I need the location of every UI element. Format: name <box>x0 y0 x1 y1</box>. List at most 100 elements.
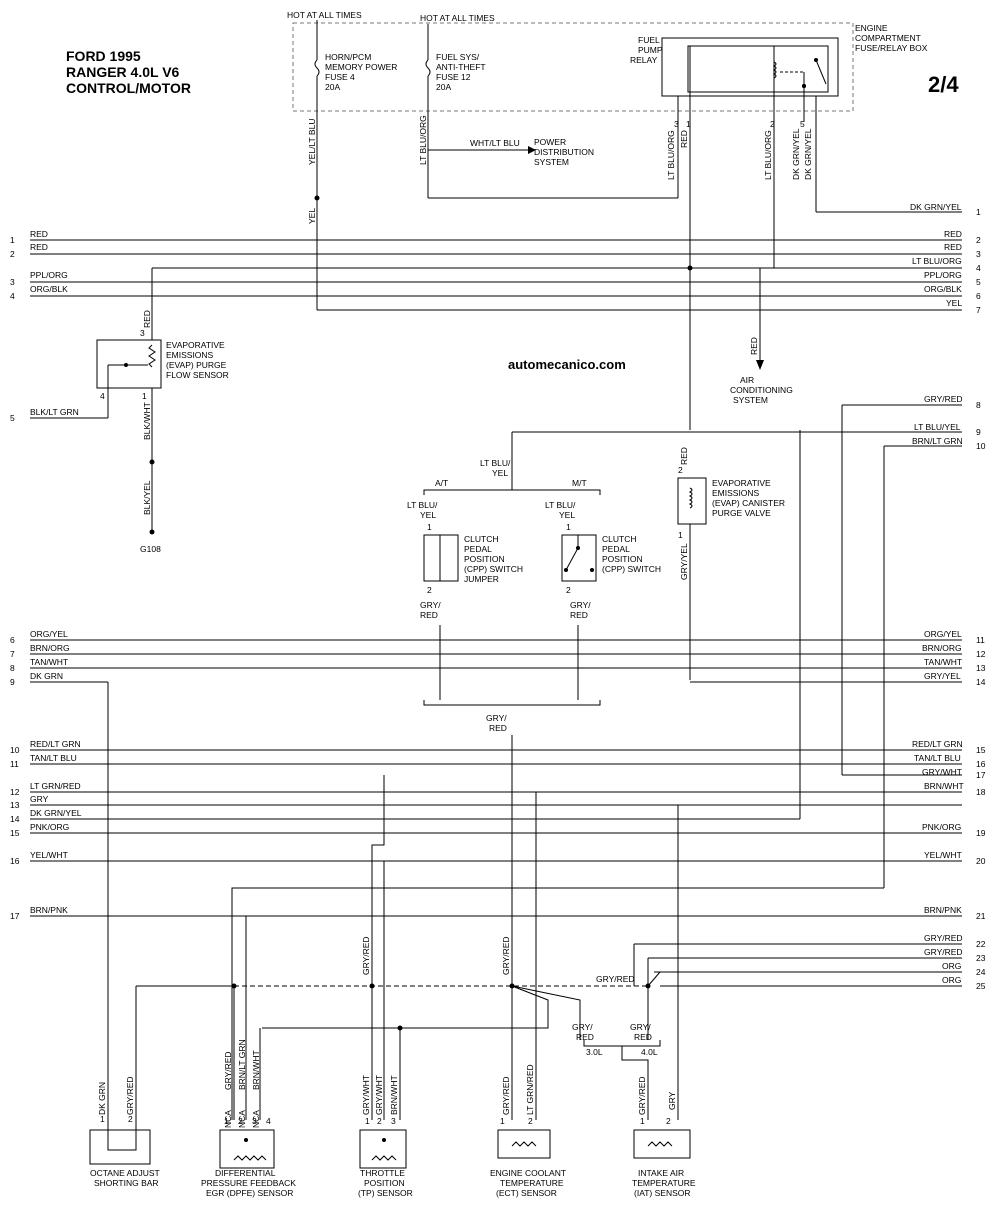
svg-text:YEL: YEL <box>492 468 508 478</box>
svg-text:EVAPORATIVE: EVAPORATIVE <box>166 340 225 350</box>
ac-arrow-icon <box>756 360 764 370</box>
svg-text:PEDAL: PEDAL <box>464 544 492 554</box>
left-pin-14: 14 <box>10 814 20 824</box>
svg-text:SHORTING BAR: SHORTING BAR <box>94 1178 159 1188</box>
right-pin-20: 20 <box>976 856 986 866</box>
svg-text:INTAKE AIR: INTAKE AIR <box>638 1168 684 1178</box>
svg-text:GRY/RED: GRY/RED <box>125 1076 135 1115</box>
svg-text:BRN/WHT: BRN/WHT <box>251 1050 261 1090</box>
svg-text:YEL: YEL <box>559 510 575 520</box>
fuse12-l3: FUSE 12 <box>436 72 471 82</box>
svg-text:RED: RED <box>420 610 438 620</box>
svg-text:DK GRN: DK GRN <box>97 1082 107 1115</box>
left-pin-7: 7 <box>10 649 15 659</box>
svg-text:(EVAP) PURGE: (EVAP) PURGE <box>166 360 227 370</box>
svg-text:1: 1 <box>566 522 571 532</box>
svg-text:ORG/YEL: ORG/YEL <box>924 629 962 639</box>
svg-text:DK GRN/YEL: DK GRN/YEL <box>791 128 801 180</box>
svg-text:SYSTEM: SYSTEM <box>534 157 569 167</box>
relay-coil-icon <box>772 61 777 79</box>
svg-text:TEMPERATURE: TEMPERATURE <box>500 1178 564 1188</box>
left-pin-15: 15 <box>10 828 20 838</box>
svg-text:LT BLU/: LT BLU/ <box>407 500 438 510</box>
svg-text:RED: RED <box>679 447 689 465</box>
svg-text:2: 2 <box>528 1116 533 1126</box>
svg-text:(ECT) SENSOR: (ECT) SENSOR <box>496 1188 557 1198</box>
svg-text:LT BLU/ORG: LT BLU/ORG <box>666 130 676 180</box>
relay-switch-icon <box>815 59 827 85</box>
svg-text:JUMPER: JUMPER <box>464 574 499 584</box>
left-pin-3: 3 <box>10 277 15 287</box>
svg-text:RED: RED <box>944 242 962 252</box>
fuse-relay-box-outline <box>292 22 854 112</box>
right-pin-18: 18 <box>976 787 986 797</box>
page-number: 2/4 <box>928 72 959 97</box>
svg-text:YEL/WHT: YEL/WHT <box>924 850 962 860</box>
left-pin-6: 6 <box>10 635 15 645</box>
fusebox-l1: ENGINE <box>855 23 888 33</box>
right-pin-11: 11 <box>976 635 985 645</box>
svg-text:RED: RED <box>576 1032 594 1042</box>
svg-text:BRN/LT GRN: BRN/LT GRN <box>912 436 963 446</box>
svg-text:PNK/ORG: PNK/ORG <box>30 822 69 832</box>
svg-text:2: 2 <box>666 1116 671 1126</box>
svg-text:GRY/RED: GRY/RED <box>223 1051 233 1090</box>
cpp-switch-jumper <box>423 534 459 582</box>
svg-text:ORG/BLK: ORG/BLK <box>30 284 68 294</box>
svg-text:ORG/BLK: ORG/BLK <box>924 284 962 294</box>
svg-text:3: 3 <box>252 1116 257 1126</box>
svg-text:BLK/YEL: BLK/YEL <box>142 480 152 515</box>
right-pin-17: 17 <box>976 770 986 780</box>
dpfe-sensor <box>219 1129 275 1169</box>
fuse-12-icon <box>425 59 431 77</box>
svg-text:BLK/LT GRN: BLK/LT GRN <box>30 407 79 417</box>
svg-text:A/T: A/T <box>435 478 448 488</box>
svg-text:GRY/YEL: GRY/YEL <box>924 671 961 681</box>
g108-label: G108 <box>140 544 161 554</box>
left-pin-1: 1 <box>10 235 15 245</box>
svg-text:YEL: YEL <box>946 298 962 308</box>
fuse12-l1: FUEL SYS/ <box>436 52 480 62</box>
svg-text:(CPP) SWITCH: (CPP) SWITCH <box>464 564 523 574</box>
svg-text:2: 2 <box>128 1114 133 1124</box>
title-line3: CONTROL/MOTOR <box>66 80 191 96</box>
svg-text:DISTRIBUTION: DISTRIBUTION <box>534 147 594 157</box>
pds-arrow-icon <box>528 146 536 154</box>
svg-text:PPL/ORG: PPL/ORG <box>30 270 68 280</box>
svg-text:RED: RED <box>30 229 48 239</box>
title-line1: FORD 1995 <box>66 48 141 64</box>
svg-text:YEL/LT BLU: YEL/LT BLU <box>307 119 317 165</box>
iat-sensor <box>633 1129 691 1159</box>
right-pin-2: 2 <box>976 235 981 245</box>
svg-text:GRY/RED: GRY/RED <box>924 947 963 957</box>
svg-text:GRY/RED: GRY/RED <box>924 933 963 943</box>
svg-text:POSITION: POSITION <box>364 1178 405 1188</box>
svg-text:(IAT) SENSOR: (IAT) SENSOR <box>634 1188 691 1198</box>
svg-text:LT BLU/: LT BLU/ <box>545 500 576 510</box>
svg-text:GRY: GRY <box>667 1091 677 1110</box>
svg-text:RED: RED <box>634 1032 652 1042</box>
right-pin-5: 5 <box>976 277 981 287</box>
svg-text:GRY/WHT: GRY/WHT <box>361 1075 371 1115</box>
svg-text:YEL: YEL <box>420 510 436 520</box>
svg-text:1: 1 <box>100 1114 105 1124</box>
svg-text:GRY/: GRY/ <box>420 600 441 610</box>
ect-sensor <box>497 1129 551 1159</box>
svg-text:(EVAP) CANISTER: (EVAP) CANISTER <box>712 498 785 508</box>
svg-text:RED: RED <box>489 723 507 733</box>
octane-shorting-bar <box>89 1129 151 1165</box>
svg-text:GRY/RED: GRY/RED <box>501 936 511 975</box>
solenoid-icon <box>688 487 693 509</box>
svg-text:LT BLU/: LT BLU/ <box>480 458 511 468</box>
svg-text:4.0L: 4.0L <box>641 1047 658 1057</box>
svg-text:CONDITIONING: CONDITIONING <box>730 385 793 395</box>
right-pin-23: 23 <box>976 953 986 963</box>
svg-text:PEDAL: PEDAL <box>602 544 630 554</box>
svg-text:2: 2 <box>678 465 683 475</box>
svg-text:1: 1 <box>427 522 432 532</box>
svg-text:1: 1 <box>142 391 147 401</box>
right-pin-3: 3 <box>976 249 981 259</box>
fuse-4-icon <box>314 59 320 77</box>
